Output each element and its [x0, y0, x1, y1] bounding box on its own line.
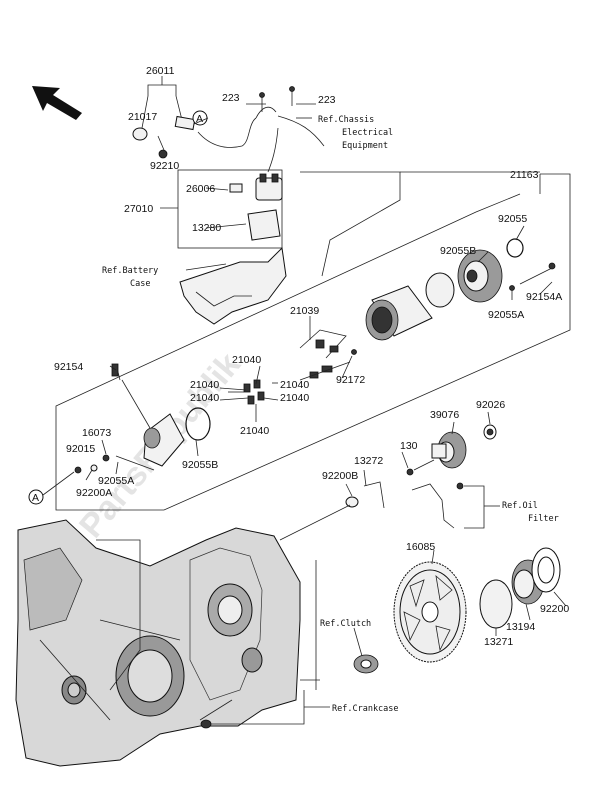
ref-battery-line1: Ref.Battery	[102, 266, 158, 276]
starter-clutch-gear	[353, 547, 561, 674]
label-21163: 21163	[510, 169, 539, 181]
label-92055b-bottom: 92055B	[182, 459, 218, 471]
label-21040-c: 21040	[280, 379, 309, 391]
ref-clutch: Ref.Clutch	[320, 619, 371, 629]
label-92172: 92172	[336, 374, 365, 386]
label-223-right: 223	[318, 94, 336, 106]
label-92200a: 92200A	[76, 487, 112, 499]
brush-holder-parts	[228, 329, 357, 405]
starter-motor	[365, 238, 556, 341]
label-21040-e: 21040	[280, 392, 309, 404]
label-92055b-top: 92055B	[440, 245, 476, 257]
label-27010: 27010	[124, 203, 153, 215]
label-21040-f: 21040	[240, 425, 269, 437]
label-26011: 26011	[146, 65, 175, 77]
ref-oil-line2: Filter	[528, 514, 559, 524]
label-92154: 92154	[54, 361, 83, 373]
label-16073: 16073	[82, 427, 111, 439]
label-92210: 92210	[150, 160, 179, 172]
engine-crankcase	[15, 519, 301, 767]
label-21039: 21039	[290, 305, 319, 317]
leader-lines	[85, 76, 567, 725]
starter-relay-group: A	[132, 80, 325, 325]
ref-crankcase: Ref.Crankcase	[332, 704, 399, 714]
label-223-left: 223	[222, 92, 240, 104]
label-13280: 13280	[192, 222, 221, 234]
ref-oil-line1: Ref.Oil	[502, 501, 538, 511]
label-21040-d: 21040	[190, 392, 219, 404]
marker-a-top: A	[196, 113, 203, 125]
label-92200b: 92200B	[322, 470, 358, 482]
label-16085: 16085	[406, 541, 435, 553]
label-21040-b: 21040	[190, 379, 219, 391]
label-92055: 92055	[498, 213, 527, 225]
label-92026: 92026	[476, 399, 505, 411]
idler-gear	[279, 424, 497, 541]
ref-chassis-line2: Electrical	[342, 128, 393, 138]
label-13194: 13194	[506, 621, 535, 633]
starter-front-cover: A	[28, 363, 211, 505]
label-92055a-left: 92055A	[98, 475, 134, 487]
part-number-labels: 26011 21017 92210 223 223 27010 26006 13…	[54, 65, 569, 648]
marker-a-bottom: A	[32, 492, 39, 504]
starter-assembly-outline	[55, 173, 571, 511]
label-13271: 13271	[484, 636, 513, 648]
ref-battery-line2: Case	[130, 279, 150, 289]
label-92154a: 92154A	[526, 291, 562, 303]
label-130: 130	[400, 440, 418, 452]
label-26006: 26006	[186, 183, 215, 195]
label-92200: 92200	[540, 603, 569, 615]
label-39076: 39076	[430, 409, 459, 421]
label-92055a-right: 92055A	[488, 309, 524, 321]
ref-chassis-line3: Equipment	[342, 141, 388, 151]
label-13272: 13272	[354, 455, 383, 467]
label-21017: 21017	[128, 111, 157, 123]
ref-chassis-line1: Ref.Chassis	[318, 115, 374, 125]
front-arrow-icon	[32, 86, 82, 120]
label-92015: 92015	[66, 443, 95, 455]
label-21040-a: 21040	[232, 354, 261, 366]
reference-labels: Ref.Chassis Electrical Equipment Ref.Bat…	[102, 115, 559, 714]
